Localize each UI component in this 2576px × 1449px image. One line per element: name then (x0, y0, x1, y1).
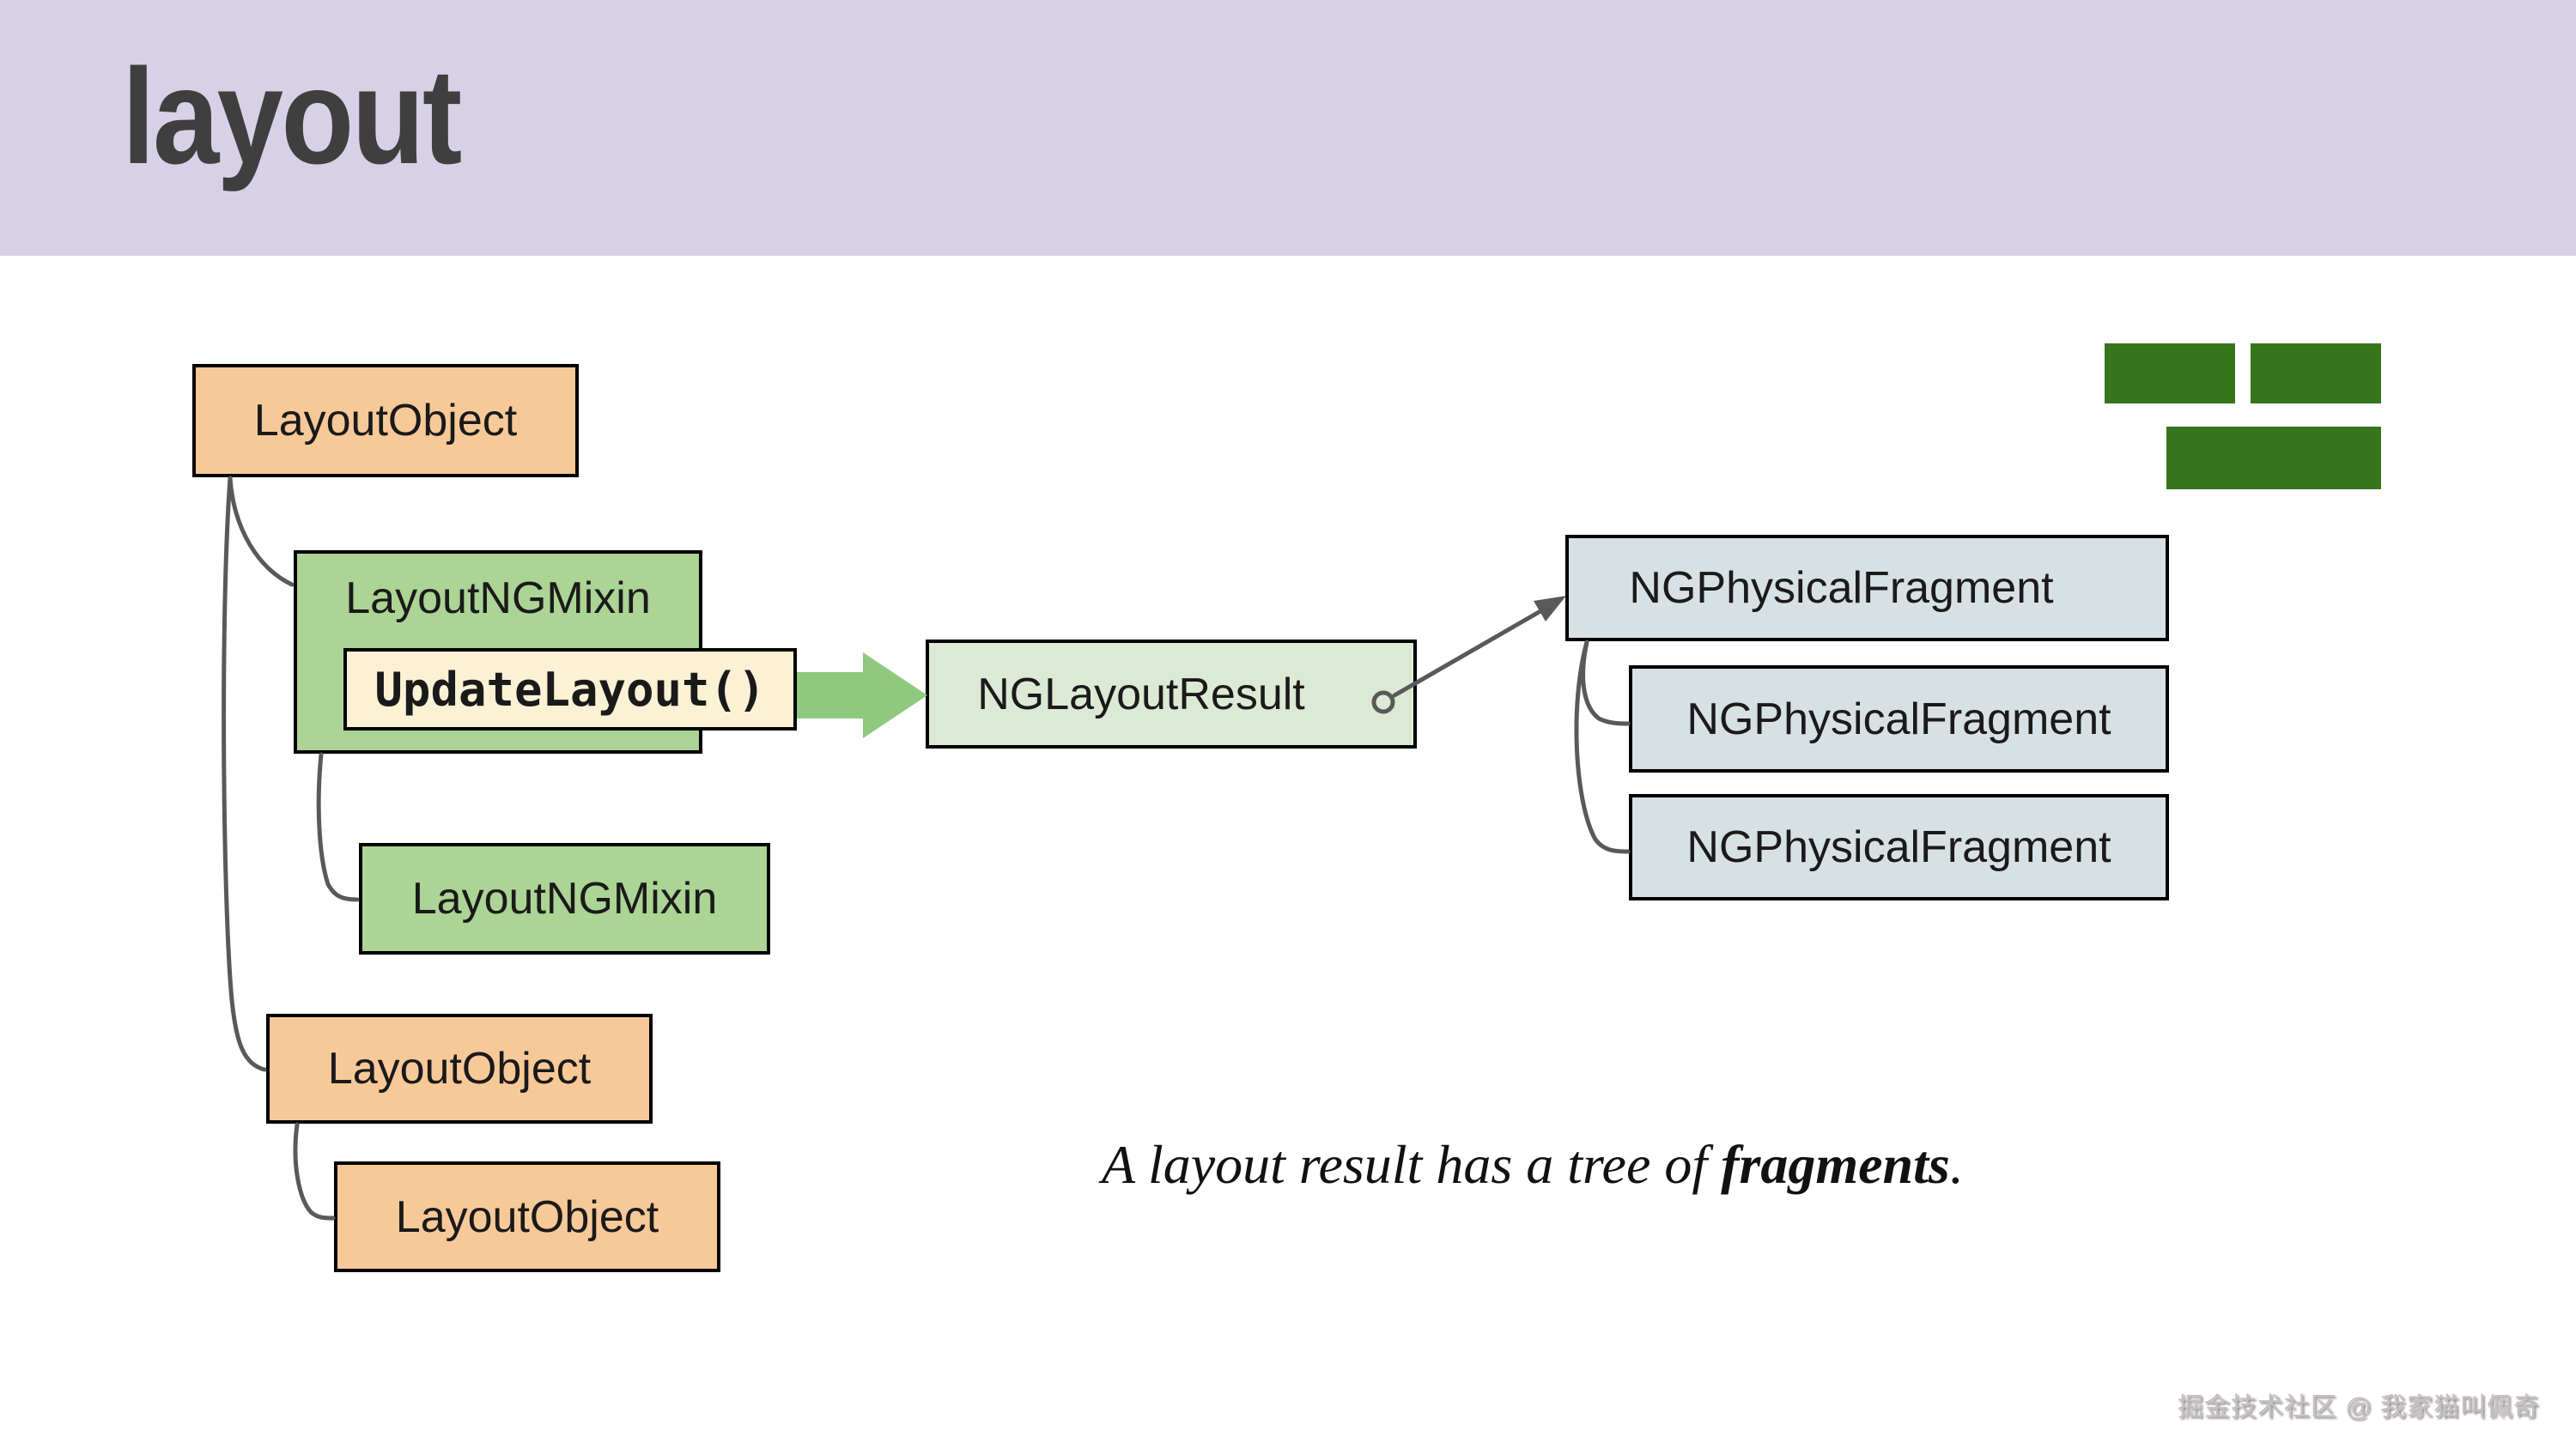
node-ng-layout-result: NGLayoutResult (926, 640, 1417, 749)
caption-prefix: A layout result has a tree of (1102, 1134, 1722, 1195)
node-layout-object-2: LayoutObject (266, 1014, 653, 1124)
connector-line (316, 752, 360, 902)
node-layout-ng-mixin-2: LayoutNGMixin (359, 843, 770, 955)
node-layout-object-3: LayoutObject (334, 1161, 720, 1272)
node-layout-object-1: LayoutObject (192, 364, 579, 477)
decor-rect-top-right (2251, 343, 2381, 403)
node-ng-physical-fragment-1: NGPhysicalFragment (1565, 535, 2169, 641)
decor-rect-bottom (2166, 427, 2381, 489)
caption-emphasis: fragments (1721, 1134, 1950, 1195)
slide-header: layout (0, 0, 2576, 256)
decor-rect-top-left (2105, 343, 2235, 403)
node-ng-physical-fragment-2: NGPhysicalFragment (1629, 665, 2169, 773)
caption: A layout result has a tree of fragments. (1102, 1133, 1964, 1197)
connector-line (222, 476, 267, 1072)
connector-line (1574, 640, 1631, 854)
caption-suffix: . (1949, 1134, 1964, 1195)
page-title: layout (122, 41, 462, 192)
node-ng-physical-fragment-3: NGPhysicalFragment (1629, 794, 2169, 900)
connector-line (293, 1122, 336, 1221)
node-update-layout-method: UpdateLayout() (343, 648, 797, 731)
connector-line (1581, 640, 1631, 726)
tree-arrow-head-icon (1534, 596, 1566, 621)
watermark: 掘金技术社区 @ 我家猫叫佩奇 (2177, 1393, 2540, 1422)
connector-line (228, 476, 295, 587)
flow-arrow-icon (797, 652, 927, 738)
